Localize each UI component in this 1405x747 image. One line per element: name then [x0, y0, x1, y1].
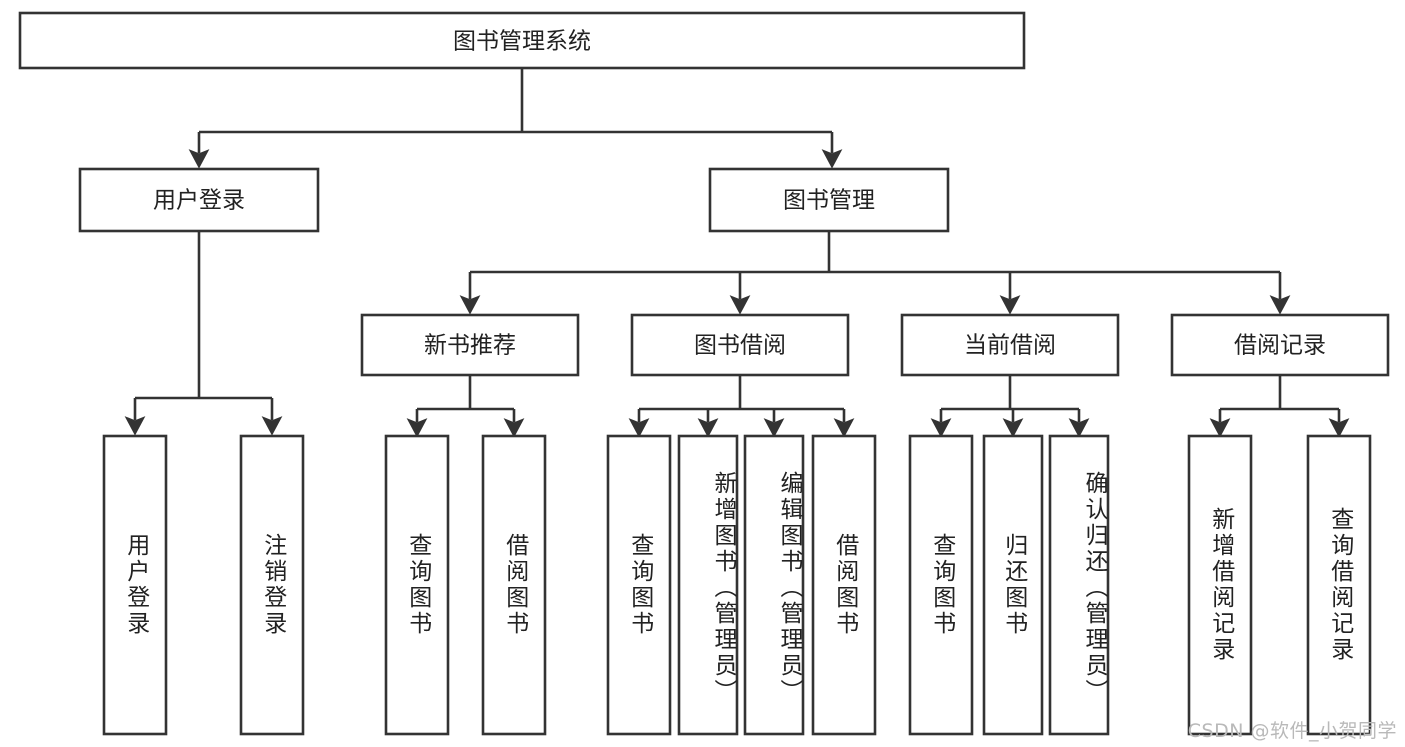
- node-current-borrow-box: [900, 313, 1120, 377]
- csdn-watermark: CSDN @软件_小贺同学: [1187, 720, 1397, 742]
- connector-root-to-level2: [188, 68, 843, 169]
- node-root[interactable]: 图书管理系统: [18, 11, 1026, 70]
- node-book-management[interactable]: 图书管理: [708, 167, 950, 233]
- leaf-box-query-books-rec[interactable]: [384, 434, 450, 736]
- connector-current-borrow-to-leaves: [930, 375, 1090, 438]
- node-current-borrow-label: 当前借阅: [964, 333, 1056, 359]
- node-root-label: 图书管理系统: [453, 29, 591, 55]
- node-new-book-recommendation[interactable]: 新书推荐: [360, 313, 580, 377]
- connector-book-management-to-level3: [459, 231, 1291, 315]
- node-borrow-record[interactable]: 借阅记录: [1170, 313, 1390, 377]
- leaf-box-add-borrow-record[interactable]: [1187, 434, 1253, 736]
- leaf-box-query-books-borrow[interactable]: [606, 434, 672, 736]
- node-user-login-label: 用户登录: [153, 188, 245, 214]
- node-new-book-recommendation-box: [360, 313, 580, 377]
- node-user-login[interactable]: 用户登录: [78, 167, 320, 233]
- node-user-login-box: [78, 167, 320, 233]
- node-book-borrow-label: 图书借阅: [694, 333, 786, 359]
- leaf-box-confirm-return-admin[interactable]: [1048, 434, 1110, 736]
- node-root-box: [18, 11, 1026, 70]
- leaf-box-edit-book-admin[interactable]: [743, 434, 805, 736]
- leaf-box-return-books[interactable]: [982, 434, 1044, 736]
- connector-borrow-record-to-leaves: [1209, 375, 1350, 438]
- connector-new-book-recommendation-to-leaves: [406, 375, 525, 438]
- node-book-borrow[interactable]: 图书借阅: [630, 313, 850, 377]
- leaf-box-query-borrow-record[interactable]: [1306, 434, 1372, 736]
- leaf-box-add-book-admin[interactable]: [677, 434, 739, 736]
- connector-book-borrow-to-leaves: [628, 375, 855, 438]
- leaf-box-logout-login[interactable]: [239, 434, 305, 736]
- node-new-book-recommendation-label: 新书推荐: [424, 333, 516, 359]
- leaf-box-query-books-current[interactable]: [908, 434, 974, 736]
- connector-user-login-to-leaves: [124, 231, 283, 436]
- node-book-management-label: 图书管理: [783, 188, 875, 214]
- leaf-box-borrow-books[interactable]: [811, 434, 877, 736]
- leaf-box-borrow-books-rec[interactable]: [481, 434, 547, 736]
- leaf-box-user-login[interactable]: [102, 434, 168, 736]
- node-current-borrow[interactable]: 当前借阅: [900, 313, 1120, 377]
- node-borrow-record-label: 借阅记录: [1234, 333, 1326, 359]
